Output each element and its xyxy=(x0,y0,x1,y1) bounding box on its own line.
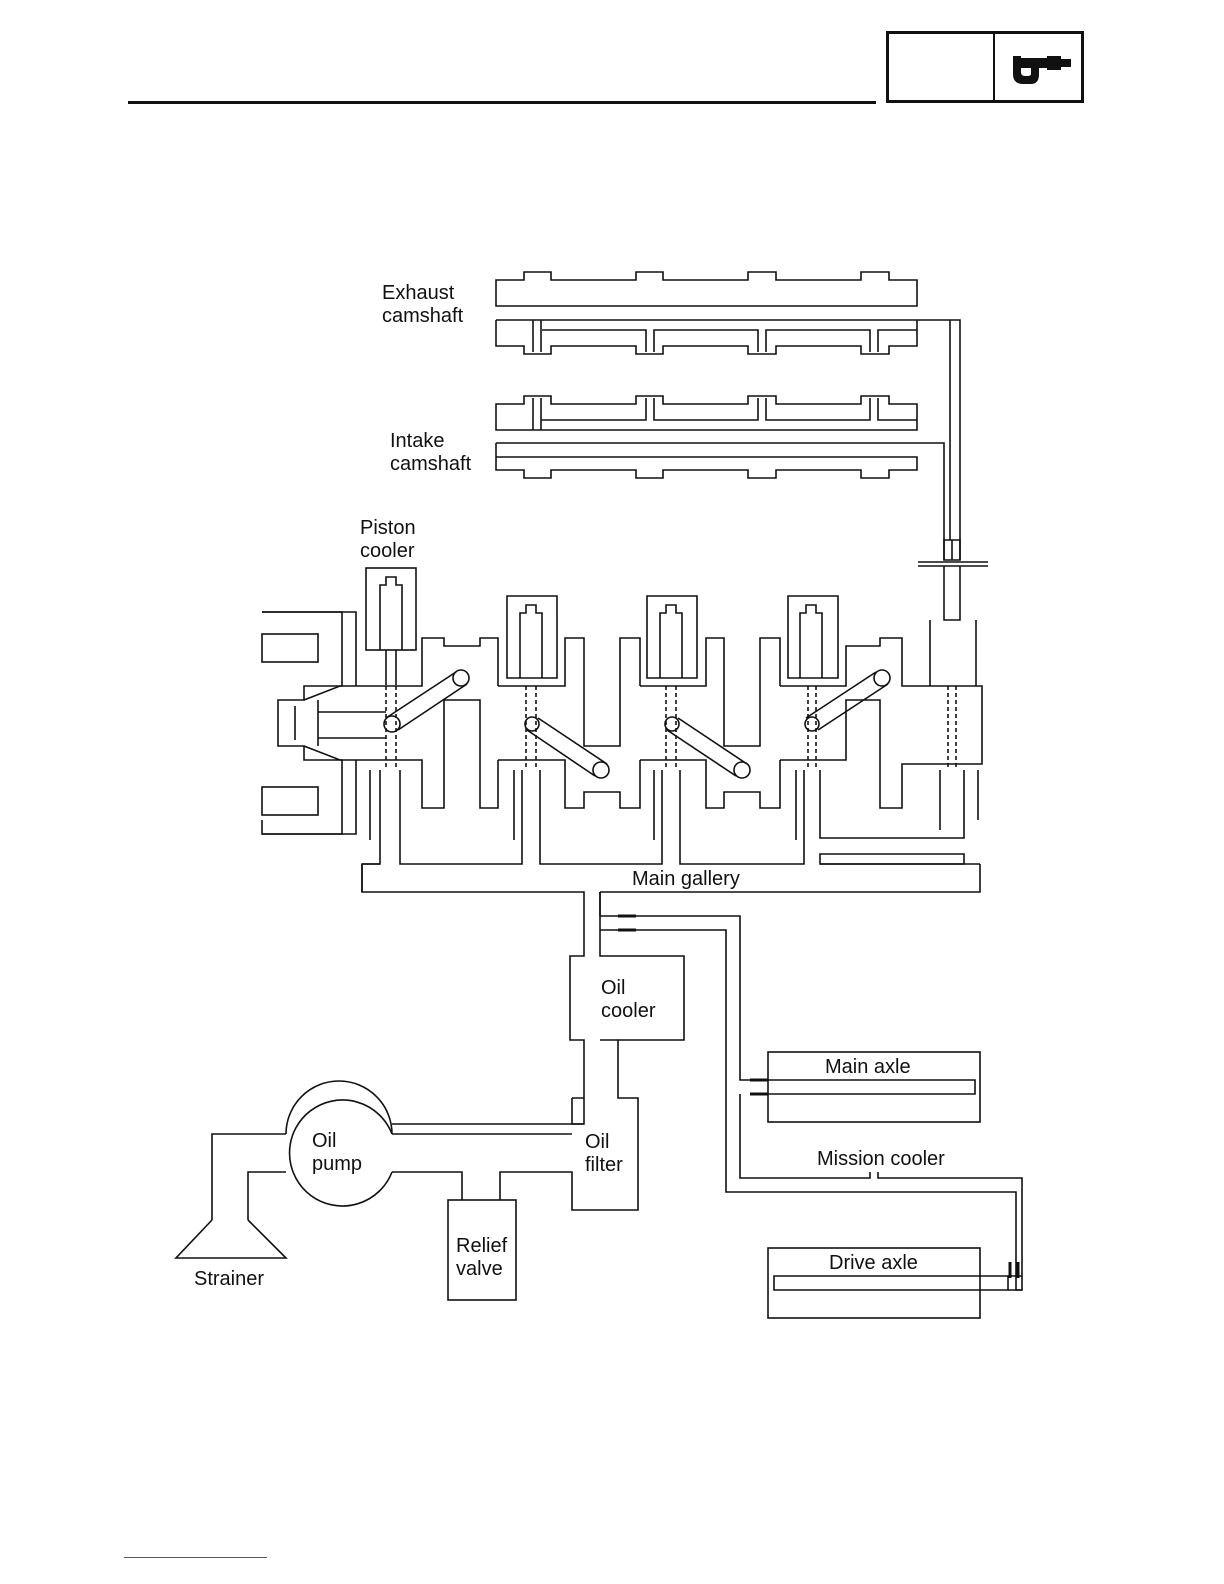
relief-valve-label-1: Relief xyxy=(456,1235,508,1257)
exhaust-camshaft xyxy=(496,272,960,560)
mission-cooler-label: Mission cooler xyxy=(817,1148,945,1170)
oil-pump-label-1: Oil xyxy=(312,1130,336,1152)
intake-camshaft-label-1: Intake xyxy=(390,430,444,452)
oil-cooler-label-1: Oil xyxy=(601,977,625,999)
oil-filter-label-2: filter xyxy=(585,1154,623,1176)
oil-cooler-label-2: cooler xyxy=(601,1000,656,1022)
intake-camshaft-label-2: camshaft xyxy=(390,453,472,475)
intake-camshaft xyxy=(496,396,944,560)
footer-link-underline xyxy=(124,1557,267,1558)
diagram-labels: Exhaust camshaft Intake camshaft Piston … xyxy=(194,282,945,1290)
main-gallery-label: Main gallery xyxy=(632,868,740,890)
exhaust-camshaft-label-2: camshaft xyxy=(382,305,464,327)
head-oil-feed xyxy=(918,320,988,686)
piston-cooler-label-1: Piston xyxy=(360,517,416,539)
strainer-label: Strainer xyxy=(194,1268,264,1290)
exhaust-camshaft-label-1: Exhaust xyxy=(382,282,455,304)
oil-pump xyxy=(212,1081,572,1220)
piston-cooler xyxy=(366,568,416,685)
piston-cooler-label-2: cooler xyxy=(360,540,415,562)
oil-filter-label-1: Oil xyxy=(585,1131,609,1153)
oil-cooler xyxy=(500,892,1022,1290)
piston-nozzles xyxy=(507,596,838,678)
drive-axle-label: Drive axle xyxy=(829,1252,918,1274)
oil-pump-label-2: pump xyxy=(312,1153,362,1175)
relief-valve-label-2: valve xyxy=(456,1258,503,1280)
main-axle-label: Main axle xyxy=(825,1056,911,1078)
strainer xyxy=(176,1220,286,1258)
